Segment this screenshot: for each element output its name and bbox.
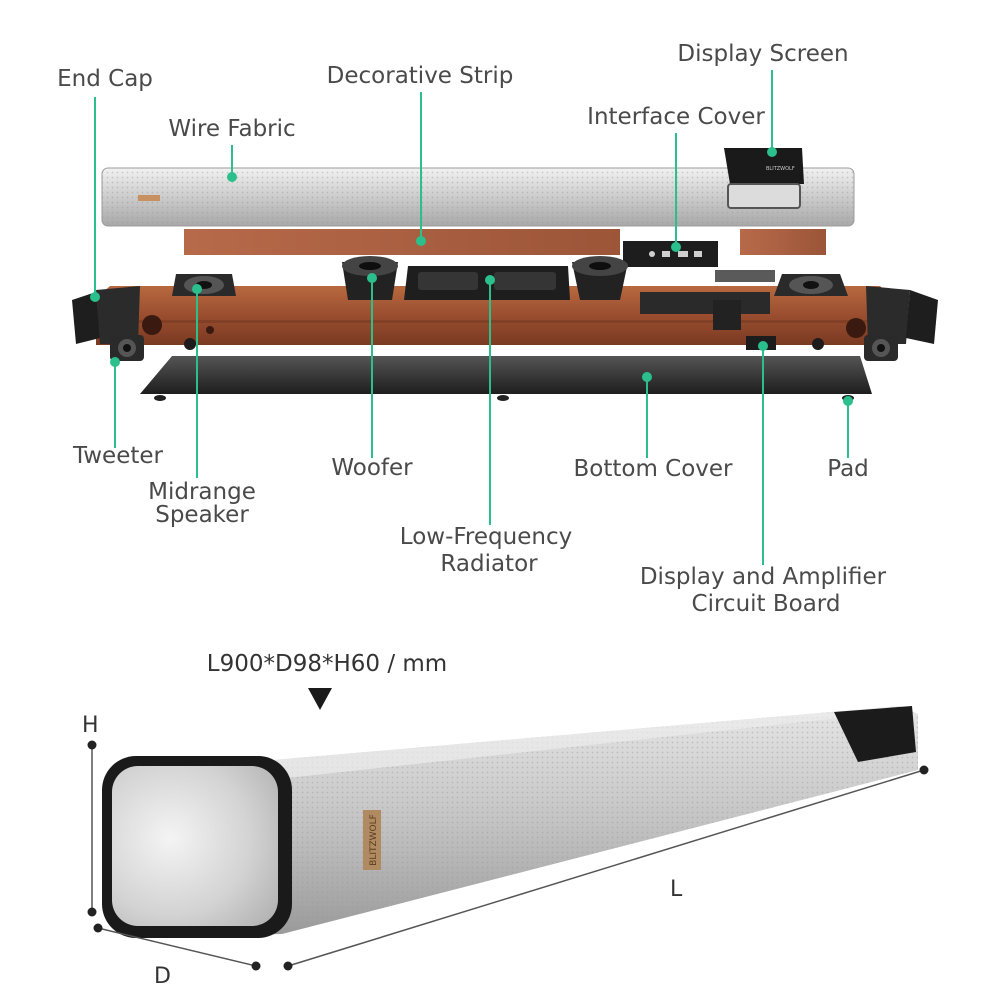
label-midrange-line1: Midrange [148,479,256,505]
pointer-triangle [308,688,332,710]
wood-chassis [96,270,893,345]
midrange-speaker-part [172,274,848,296]
label-interface-cover: Interface Cover [587,104,765,130]
label-bottom-cover: Bottom Cover [573,456,733,482]
label-lfr-line1: Low-Frequency [399,524,573,550]
woofer-part [342,256,628,300]
dimension-h: H [82,713,99,738]
dimension-lines [91,745,925,967]
dimension-spec: L900*D98*H60 / mm [206,651,448,677]
label-tweeter: Tweeter [73,443,163,469]
svg-text:BLITZWOLF: BLITZWOLF [766,166,795,172]
bottom-cover-part [140,356,872,394]
decorative-strip-part [184,229,826,255]
dimension-l: L [670,877,683,902]
tweeter-part [110,335,898,361]
label-woofer: Woofer [331,455,413,481]
end-cap-part [72,286,938,344]
label-wire-fabric: Wire Fabric [168,116,296,142]
label-midrange-line2: Speaker [155,502,249,528]
label-end-cap: End Cap [57,66,153,92]
dimension-d: D [154,964,171,989]
label-pad: Pad [827,456,869,482]
label-decorative-strip: Decorative Strip [326,63,514,89]
label-board-line1: Display and Amplifier [639,564,887,590]
label-board-line2: Circuit Board [691,591,841,617]
wire-fabric-part [101,167,855,227]
pad-part [154,395,854,401]
assembled-soundbar: BLITZWOLF [102,706,918,938]
leader-lines [94,70,849,565]
label-lfr-line2: Radiator [440,551,538,577]
leader-dots [90,147,853,406]
brand-mark-text: BLITZWOLF [369,814,379,866]
interface-cover-part [623,241,718,267]
label-display-screen: Display Screen [677,41,849,67]
display-screen-part: BLITZWOLF [724,148,804,209]
dimension-dots [87,740,929,971]
